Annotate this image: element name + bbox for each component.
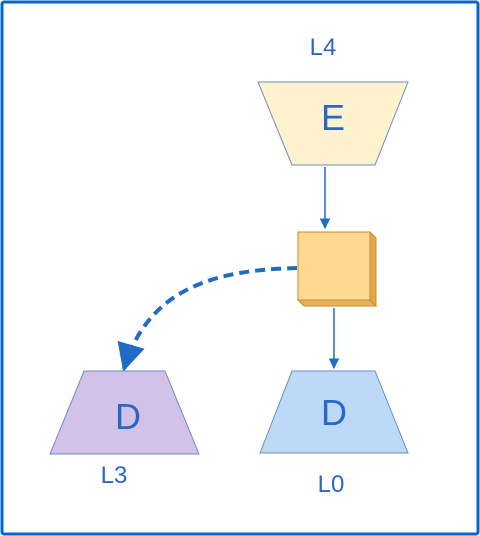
latent-block xyxy=(297,231,371,301)
latent-block-bottom-face xyxy=(296,299,378,307)
encoder-letter: E xyxy=(321,97,345,138)
latent-block-right-face xyxy=(369,230,377,308)
encoder-caption: L4 xyxy=(310,34,337,61)
decoder-right-letter: D xyxy=(321,392,347,433)
decoder-right-caption: L0 xyxy=(318,471,345,498)
decoder-left-letter: D xyxy=(115,396,141,437)
decoder-left-shape xyxy=(49,370,200,455)
block-to-left-decoder-dashed-arrow xyxy=(117,266,298,372)
encoder-shape xyxy=(257,81,409,166)
decoder-left-caption: L3 xyxy=(101,462,128,489)
decoder-right-shape xyxy=(259,370,409,454)
